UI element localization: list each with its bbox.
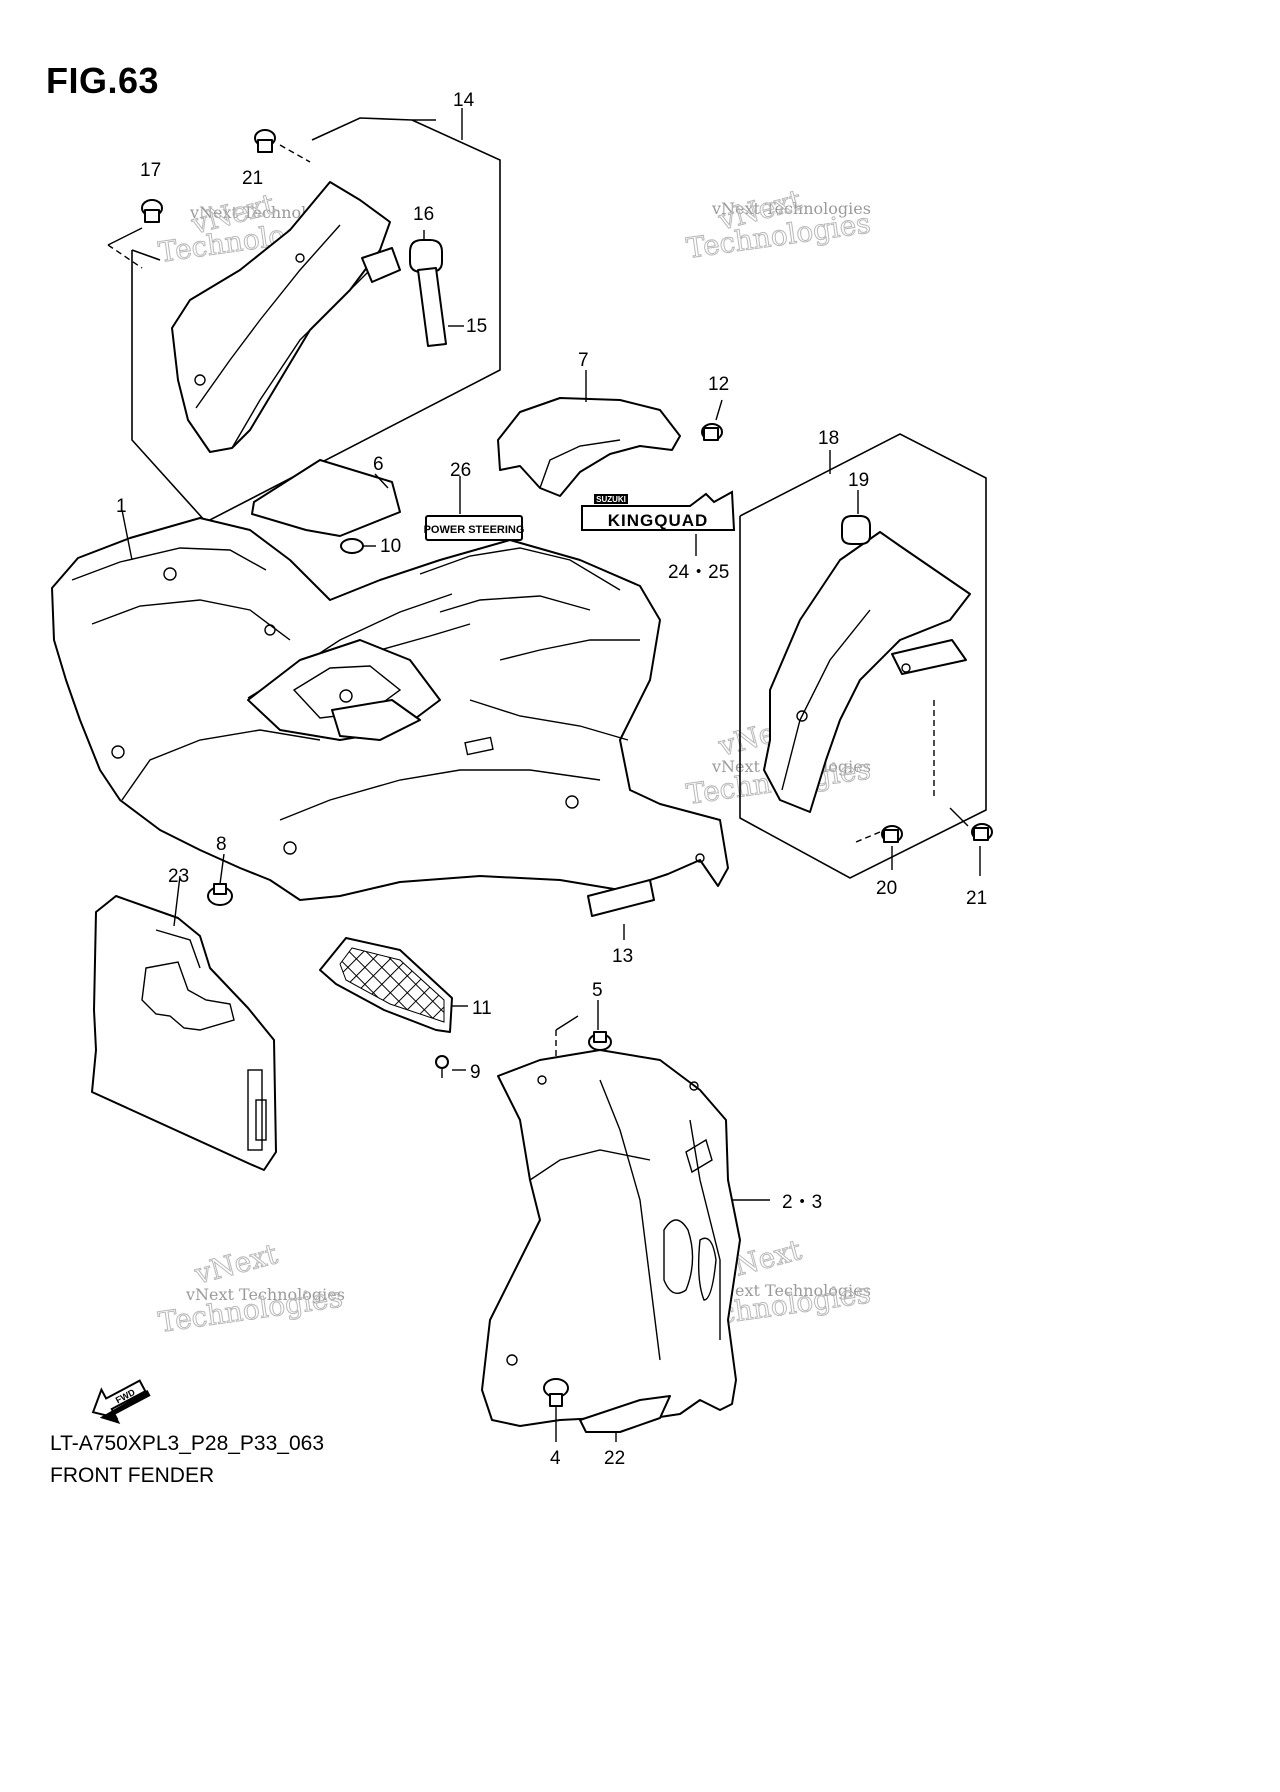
callout-21-right: 21 bbox=[966, 888, 987, 909]
figure-title: FIG.63 bbox=[46, 60, 160, 101]
callout-13: 13 bbox=[612, 946, 633, 967]
lid-part-6 bbox=[251, 459, 401, 537]
front-panel-part-7 bbox=[497, 370, 681, 497]
callout-22: 22 bbox=[604, 1448, 625, 1469]
decal-text-kingquad: KINGQUAD bbox=[608, 511, 709, 530]
front-fender-part-1 bbox=[51, 509, 729, 901]
decal-text-suzuki: SUZUKI bbox=[596, 495, 626, 504]
callout-11: 11 bbox=[472, 998, 492, 1019]
callout-17: 17 bbox=[140, 160, 161, 181]
callout-26: 26 bbox=[450, 460, 471, 481]
callout-18: 18 bbox=[818, 428, 839, 449]
callout-1: 1 bbox=[116, 496, 127, 517]
rubber-cushion-16 bbox=[409, 230, 443, 273]
grille-part-11 bbox=[319, 937, 468, 1033]
callout-5: 5 bbox=[592, 980, 603, 1001]
tape-part-15 bbox=[417, 267, 464, 347]
bolt-part-4 bbox=[543, 1378, 569, 1442]
callout-4: 4 bbox=[550, 1448, 561, 1469]
decal-suzuki-badge bbox=[594, 494, 628, 504]
decal-border bbox=[581, 490, 736, 531]
mud-guard-part-23 bbox=[91, 875, 277, 1171]
assembly-box-14 bbox=[131, 108, 501, 523]
callout-10: 10 bbox=[380, 536, 401, 557]
callout-20: 20 bbox=[876, 878, 897, 899]
callout-6: 6 bbox=[373, 454, 384, 475]
assembly-box-18 bbox=[739, 433, 987, 879]
watermark-bottom-left: vNext Technologies vNext Technologies bbox=[156, 1236, 345, 1339]
callout-16: 16 bbox=[413, 204, 434, 225]
screw-part-9 bbox=[435, 1055, 466, 1078]
callout-23: 23 bbox=[168, 866, 189, 887]
callout-15: 15 bbox=[466, 316, 487, 337]
decal-text-power-steering: POWER STEERING bbox=[424, 524, 525, 536]
callout-19: 19 bbox=[848, 470, 869, 491]
tape-part-22 bbox=[579, 1395, 671, 1442]
model-code: LT-A750XPL3_P28_P33_063 bbox=[50, 1432, 325, 1455]
decal-kingquad-24-25: SUZUKI KINGQUAD bbox=[581, 490, 736, 556]
grommet-part-10 bbox=[340, 538, 376, 554]
figure-name: FRONT FENDER bbox=[50, 1464, 215, 1487]
clip-part-17 bbox=[107, 199, 163, 269]
callout-7: 7 bbox=[578, 350, 589, 371]
callout-12: 12 bbox=[708, 374, 729, 395]
callout-8: 8 bbox=[216, 834, 227, 855]
inner-fender-part-2-3 bbox=[481, 1049, 770, 1427]
callout-9: 9 bbox=[470, 1062, 481, 1083]
side-cover-right-part bbox=[763, 531, 971, 813]
watermark-top-right: vNext Technologies vNext Technologies bbox=[684, 182, 873, 265]
callout-14: 14 bbox=[453, 90, 475, 111]
bolt-part-8 bbox=[207, 853, 233, 906]
watermark-text: vNext Technologies bbox=[185, 1285, 345, 1304]
callout-labels: 14 17 21 16 15 7 12 18 19 6 26 1 10 24・2… bbox=[116, 90, 987, 1469]
watermark-text: vNext Technologies bbox=[711, 199, 871, 218]
decal-border bbox=[425, 515, 523, 541]
callout-2-3: 2・3 bbox=[782, 1192, 822, 1213]
fwd-arrow-icon: FWD bbox=[91, 1379, 151, 1425]
callout-24-25: 24・25 bbox=[668, 562, 729, 583]
side-cover-left-part bbox=[171, 181, 401, 453]
clip-part-21-top bbox=[254, 129, 311, 163]
watermark-text: vNext Technologies bbox=[711, 1281, 871, 1300]
watermark-text: vNext bbox=[190, 1237, 281, 1291]
tape-part-13 bbox=[587, 879, 655, 940]
clip-part-21-right bbox=[933, 700, 993, 876]
callout-21-top: 21 bbox=[242, 168, 263, 189]
clip-part-20 bbox=[855, 825, 903, 870]
decal-power-steering-26: POWER STEERING bbox=[424, 476, 525, 541]
rubber-cushion-19 bbox=[841, 490, 871, 545]
clip-part-12 bbox=[701, 399, 723, 441]
